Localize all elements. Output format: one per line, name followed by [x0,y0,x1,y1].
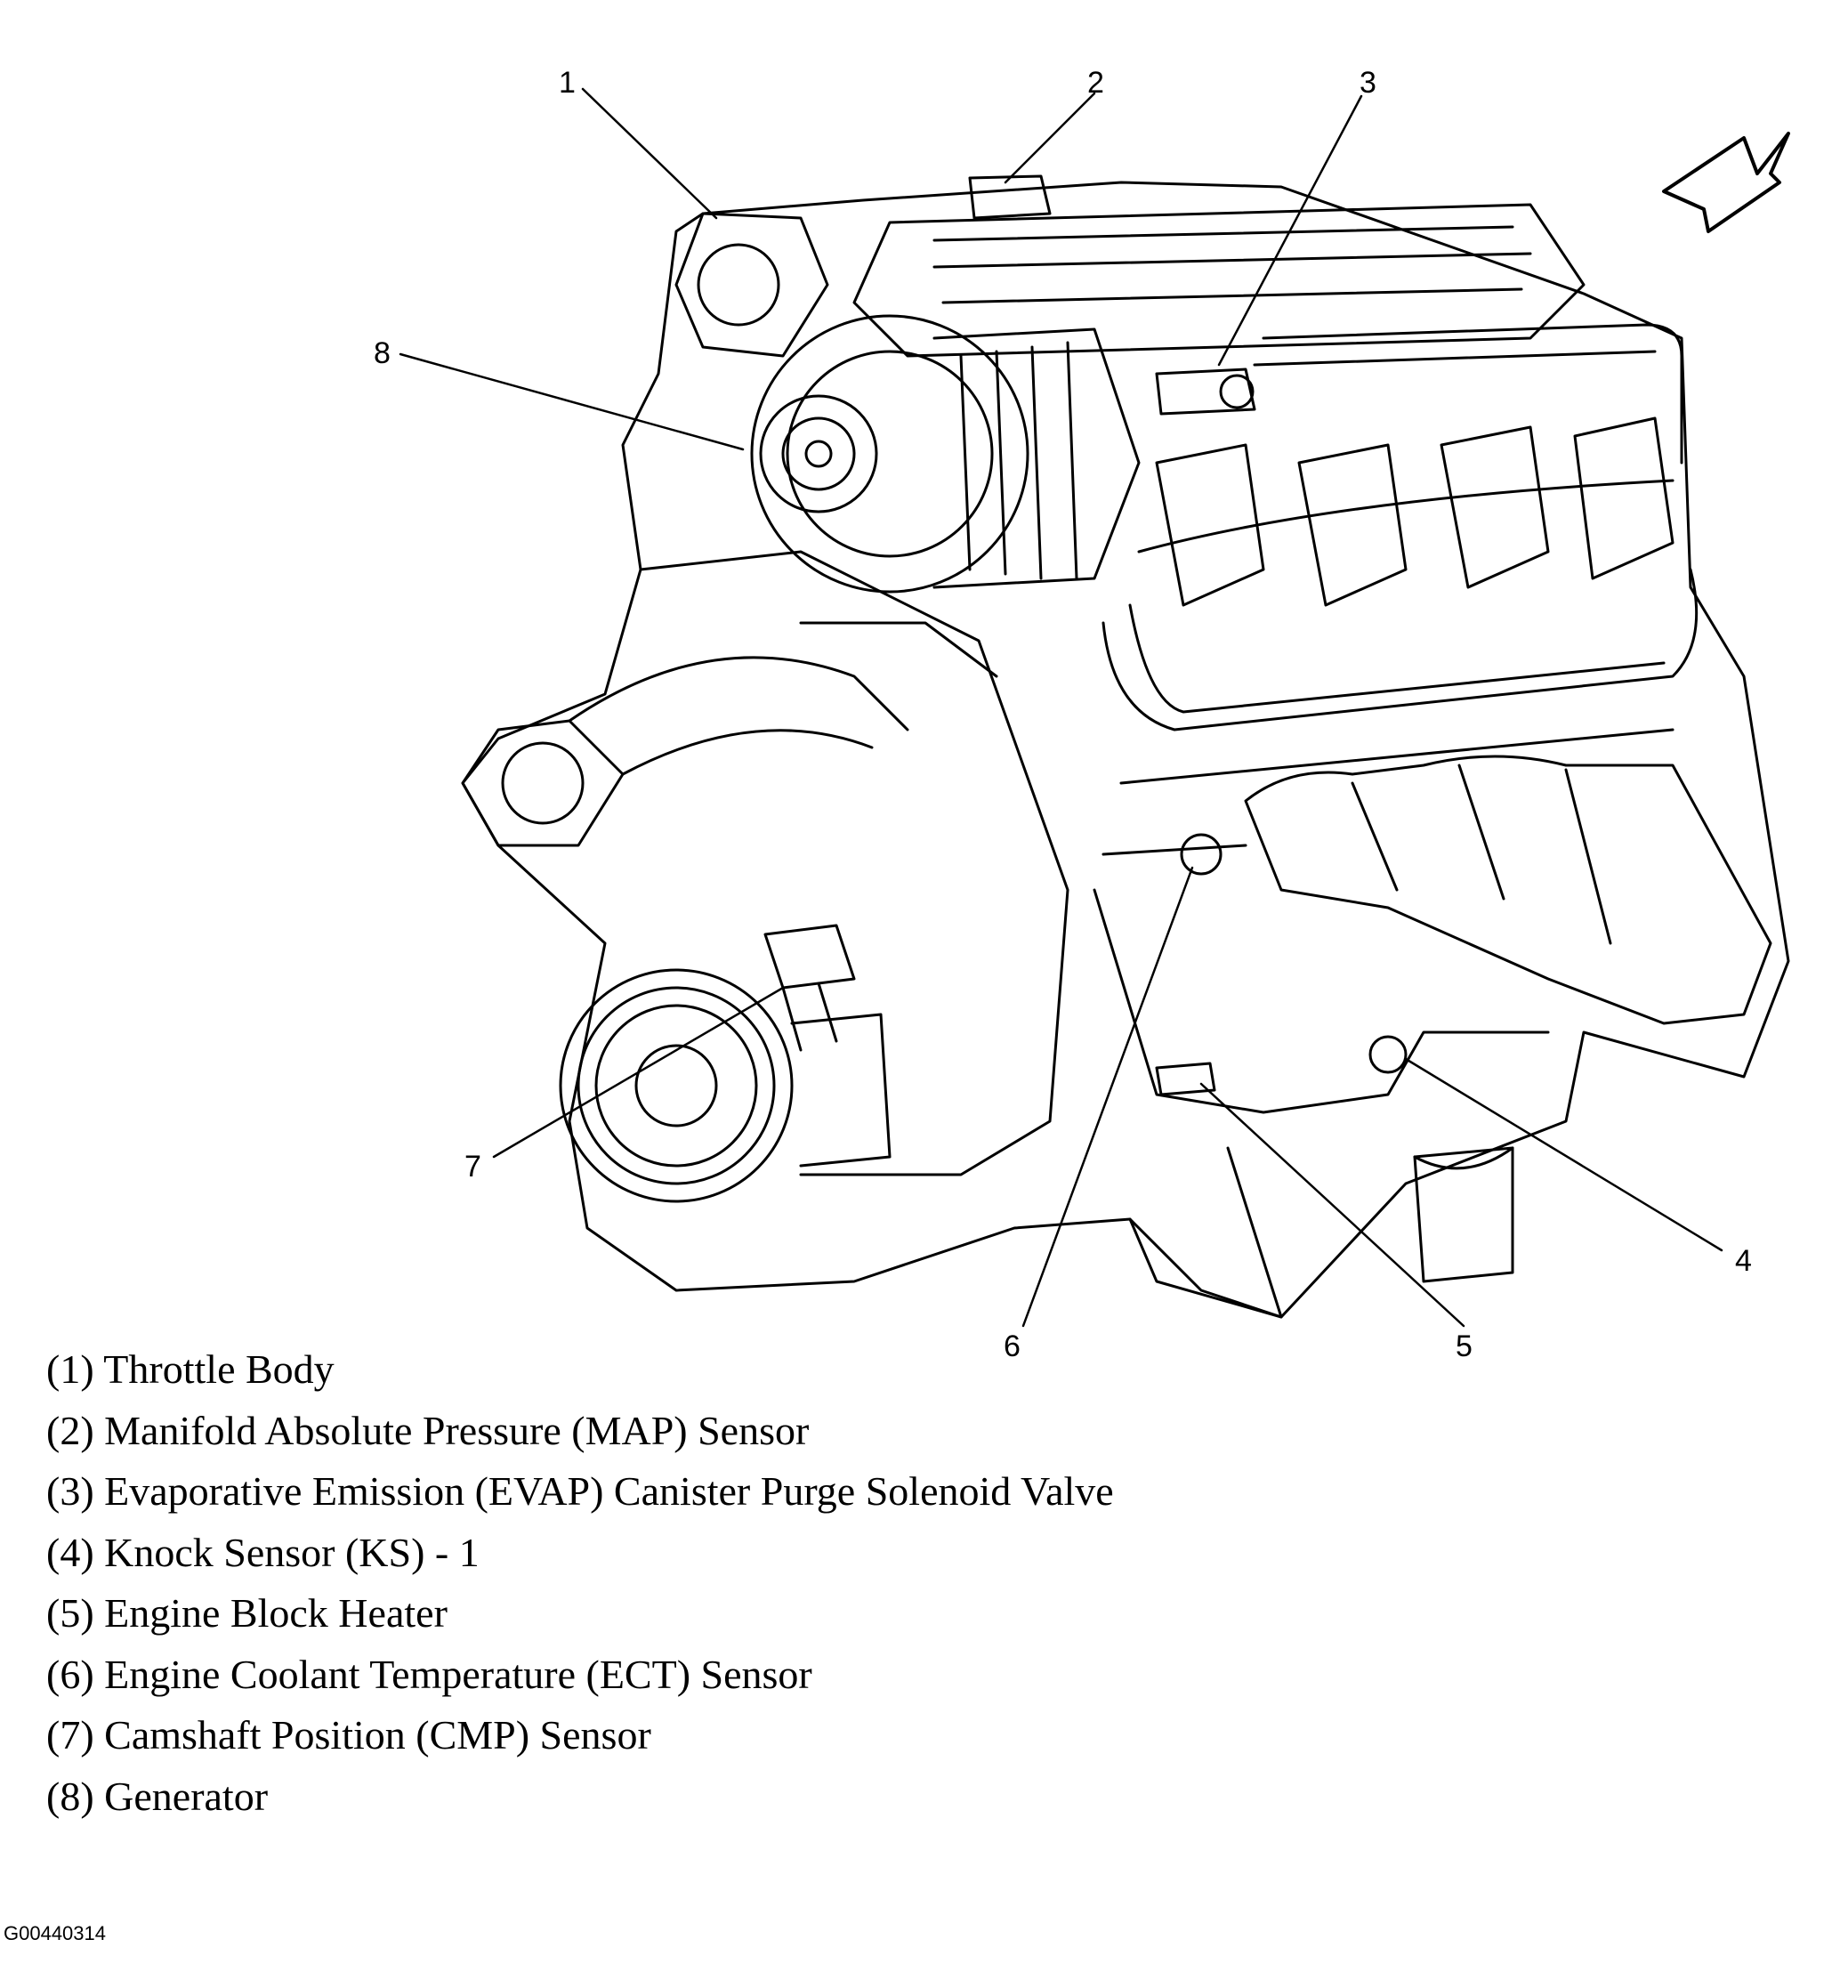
callout-1: 1 [559,66,576,100]
callout-7: 7 [464,1150,481,1184]
callout-2: 2 [1087,66,1104,100]
callout-5: 5 [1456,1329,1473,1363]
legend-item: (8) Generator [46,1773,269,1819]
legend-item: (6) Engine Coolant Temperature (ECT) Sen… [46,1651,812,1697]
callout-8: 8 [374,336,391,370]
legend-item: (4) Knock Sensor (KS) - 1 [46,1529,480,1575]
engine-diagram [399,87,1790,1328]
direction-arrow-icon [1662,132,1790,233]
parts-legend: (1) Throttle Body (2) Manifold Absolute … [46,1339,1114,1827]
legend-item: (5) Engine Block Heater [46,1590,448,1636]
legend-item: (3) Evaporative Emission (EVAP) Canister… [46,1468,1114,1514]
legend-item: (2) Manifold Absolute Pressure (MAP) Sen… [46,1407,810,1453]
leader-lines [399,87,1723,1328]
callout-4: 4 [1735,1244,1752,1278]
legend-item: (1) Throttle Body [46,1346,335,1392]
engine-block-drawing [461,174,1790,1319]
legend-item: (7) Camshaft Position (CMP) Sensor [46,1712,651,1758]
callout-3: 3 [1360,66,1376,100]
callout-6: 6 [1004,1329,1021,1363]
figure-id: G00440314 [4,1922,106,1944]
